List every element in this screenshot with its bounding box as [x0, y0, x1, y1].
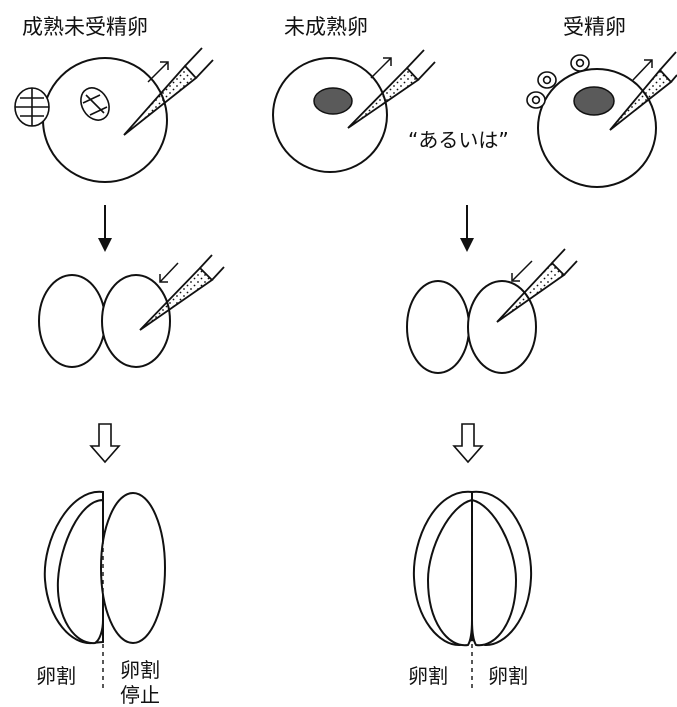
label-right-cleavage-a: 卵割 [408, 664, 448, 688]
immature-egg [273, 58, 387, 172]
nucleus-icon [314, 88, 352, 114]
label-left-arrest-line1: 卵割 [120, 658, 160, 682]
nucleus-icon [574, 87, 614, 115]
header-fertilized: 受精卵 [563, 15, 626, 39]
hollow-down-arrow-icon [454, 424, 482, 462]
mature-unfertilized-egg [43, 58, 167, 182]
down-arrow-icon [460, 205, 474, 252]
header-immature: 未成熟卵 [284, 15, 368, 39]
polar-body-spindle-icon [15, 88, 49, 126]
or-text: “あるいは” [408, 128, 509, 152]
label-right-cleavage-b: 卵割 [488, 664, 528, 688]
label-left-arrest-line2: 停止 [120, 683, 160, 707]
two-cell-embryo [407, 281, 536, 373]
hollow-down-arrow-icon [91, 424, 119, 462]
fertilized-egg [538, 69, 656, 187]
embryo-cleavage-arrest [45, 492, 165, 643]
header-mature-unfertilized: 成熟未受精卵 [22, 15, 148, 39]
down-arrow-icon [98, 205, 112, 252]
label-left-cleavage: 卵割 [36, 664, 76, 688]
